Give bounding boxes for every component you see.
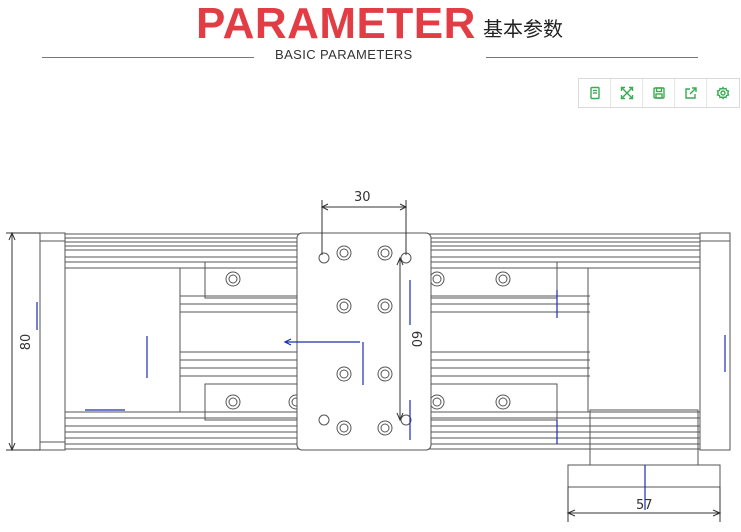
dimension-label-left: 80 [19, 334, 34, 351]
share-button[interactable] [675, 79, 707, 107]
right-block [587, 267, 701, 413]
page-icon [589, 86, 600, 100]
page-subtitle: BASIC PARAMETERS [275, 47, 413, 62]
dimension-label-top: 30 [354, 190, 371, 205]
divider-left [42, 57, 254, 58]
guide-block-upper-right [429, 261, 558, 299]
motor-flange [567, 464, 721, 488]
left-end-cap [39, 232, 66, 451]
page-button[interactable] [579, 79, 611, 107]
left-block [64, 267, 181, 413]
divider-right [486, 57, 698, 58]
guide-block-lower-right [429, 383, 558, 421]
save-button[interactable] [643, 79, 675, 107]
save-icon [652, 87, 665, 99]
header: PARAMETER 基本参数 BASIC PARAMETERS [0, 0, 741, 70]
expand-button[interactable] [611, 79, 643, 107]
page-title-chinese: 基本参数 [483, 17, 563, 41]
image-toolbar [578, 78, 740, 108]
share-icon [684, 87, 697, 99]
guide-block-upper-left [204, 261, 301, 299]
dimension-label-right: 60 [408, 331, 423, 348]
page-title: PARAMETER [196, 0, 476, 48]
dimension-label-bottom: 57 [636, 498, 653, 513]
centre-marks [36, 280, 726, 510]
guide-block-lower-left [204, 383, 301, 421]
dimension-lines [6, 200, 722, 522]
expand-icon [620, 86, 633, 100]
settings-button[interactable] [707, 79, 739, 107]
gear-icon [716, 86, 730, 100]
